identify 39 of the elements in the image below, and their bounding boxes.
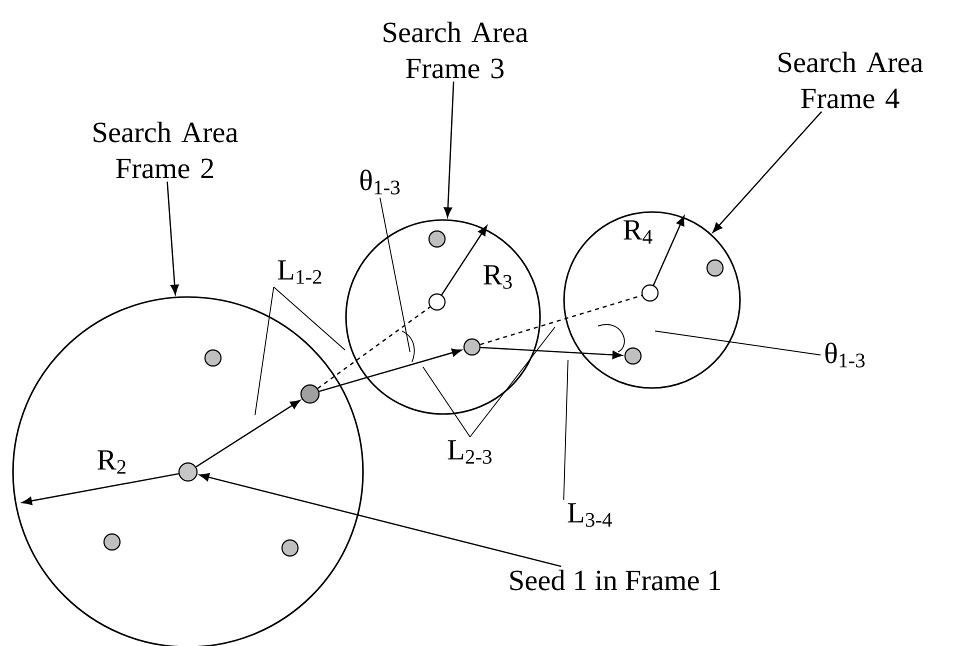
seed-dot	[463, 338, 481, 356]
arrow	[480, 346, 622, 360]
dashed-line	[317, 306, 430, 389]
arrow	[319, 348, 462, 392]
leader-line	[422, 326, 556, 438]
leader-line	[654, 330, 822, 356]
arrow	[444, 82, 454, 218]
symbol-label: θ$_{1-3}$	[825, 342, 865, 368]
seed-dot	[300, 384, 320, 404]
symbol-label: L$_{2-3}$	[448, 440, 492, 464]
dashed-line	[480, 294, 642, 346]
center-point	[428, 293, 446, 311]
seed-dot	[624, 347, 642, 365]
seed-label: Seed 1 in Frame 1	[510, 570, 720, 590]
arrow	[166, 182, 179, 295]
seed-dot	[178, 462, 198, 482]
seed-dot	[706, 259, 724, 277]
arrow	[199, 473, 562, 567]
search-area-circle	[563, 211, 741, 389]
heading-text: Search Area Frame 4	[778, 52, 923, 108]
seed-dot	[428, 230, 446, 248]
heading-text: Search Area Frame 3	[384, 22, 528, 78]
radius-label: R$_{2}$	[98, 450, 126, 474]
symbol-label: L$_{3-4}$	[568, 503, 612, 527]
radius-label: R$_{3}$	[484, 265, 512, 289]
heading-text: Search Area Frame 2	[94, 122, 238, 178]
search-area-circle	[345, 219, 541, 415]
symbol-label: θ$_{1-3}$	[360, 170, 400, 194]
seed-dot	[281, 539, 299, 557]
leader-line	[254, 286, 346, 416]
arrow	[196, 400, 300, 468]
arrow	[712, 111, 822, 233]
seed-dot	[103, 533, 121, 551]
symbol-label: L$_{1-2}$	[278, 260, 322, 284]
center-point	[641, 284, 659, 302]
seed-dot	[204, 349, 222, 367]
radius-label: R$_{4}$	[624, 220, 652, 244]
leader-line	[380, 197, 410, 352]
leader-line	[563, 360, 568, 500]
